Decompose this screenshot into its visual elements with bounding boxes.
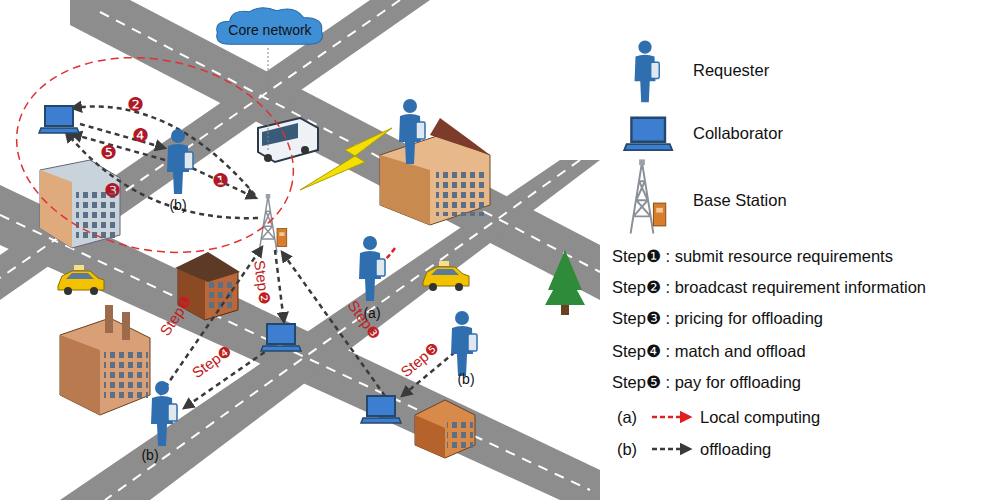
callout-number: ❺ <box>100 141 117 164</box>
art-rect <box>122 312 130 340</box>
art-path <box>268 48 269 150</box>
callout-number: ❶ <box>212 169 229 192</box>
art-path <box>415 415 445 458</box>
art-use <box>39 106 79 133</box>
art-path <box>105 160 580 500</box>
requesters <box>151 99 477 446</box>
art-use <box>259 194 287 253</box>
art-use <box>261 324 301 351</box>
case-label: (b) <box>169 197 186 213</box>
art-path <box>545 250 585 305</box>
art-path <box>275 250 284 322</box>
art-path <box>72 107 255 195</box>
legend-text: Step❹ : match and offload <box>612 342 806 361</box>
legend-case: (b) <box>617 440 637 459</box>
base-station <box>259 194 287 253</box>
legend-text: Local computing <box>700 408 820 427</box>
step-label: Step❷ <box>250 259 274 305</box>
step-label: Step❺ <box>397 339 442 381</box>
art-path <box>262 123 298 146</box>
art-use <box>423 261 469 291</box>
art-path <box>652 416 690 419</box>
art-path <box>0 0 430 300</box>
art-circle <box>301 146 309 154</box>
art-path <box>175 252 240 282</box>
art-path <box>430 118 490 155</box>
case-label: (b) <box>141 447 158 463</box>
art-use <box>359 236 385 301</box>
cloud-node: Core network <box>214 6 326 48</box>
art-path <box>192 168 256 198</box>
art-path <box>66 132 258 218</box>
art-rect <box>447 422 473 452</box>
art-path <box>80 124 165 148</box>
legend-text: Step❸ : pricing for offloading <box>612 309 823 328</box>
art-path <box>0 0 400 278</box>
art-use <box>151 381 177 446</box>
cluster-boundary <box>0 33 312 277</box>
step-label: Step❹ <box>189 342 235 382</box>
wireless-bolt <box>300 128 392 190</box>
art-rect <box>436 168 484 216</box>
art-use <box>58 265 104 295</box>
art-use <box>624 118 672 150</box>
art-use <box>361 396 401 423</box>
callout-number: ❹ <box>132 124 149 147</box>
art-path <box>652 448 690 451</box>
art-rect <box>561 305 569 315</box>
legend-text: Base Station <box>693 191 787 210</box>
legend-text: offloading <box>700 440 771 459</box>
art-path <box>60 160 600 500</box>
art-path <box>60 335 100 415</box>
art-circle <box>264 154 272 162</box>
art-path <box>258 118 318 162</box>
art-path <box>100 12 600 272</box>
art-use <box>399 99 425 164</box>
case-label: (b) <box>457 371 474 387</box>
roads <box>0 0 600 500</box>
art-use <box>631 159 666 233</box>
offload-arrows <box>66 107 455 408</box>
art-path <box>72 134 165 160</box>
node-text: Core network <box>228 22 311 38</box>
callout-number: ❷ <box>127 93 144 116</box>
legend-text: Step❶ : submit resource requirements <box>612 247 893 266</box>
legend-text: Collaborator <box>693 124 783 143</box>
legend-text: Requester <box>693 61 769 80</box>
art-use <box>635 40 660 102</box>
cloud-outline <box>217 8 323 45</box>
buildings <box>40 118 585 458</box>
art-use <box>451 311 477 376</box>
core-link <box>268 48 269 150</box>
art-path <box>40 160 120 248</box>
art-rect <box>104 352 148 402</box>
callout-number: ❸ <box>104 179 121 202</box>
road-markings <box>0 0 600 500</box>
legend-text: Step❷ : broadcast requirement informatio… <box>612 278 926 297</box>
legend-case: (a) <box>617 408 637 427</box>
art-rect <box>105 305 113 333</box>
art-use <box>167 129 193 194</box>
art-path <box>40 170 72 248</box>
collaborators <box>39 106 401 423</box>
art-path <box>0 215 590 490</box>
art-path <box>415 400 475 458</box>
art-path <box>380 155 430 225</box>
legend-text: Step❺ : pay for offloading <box>612 373 801 392</box>
